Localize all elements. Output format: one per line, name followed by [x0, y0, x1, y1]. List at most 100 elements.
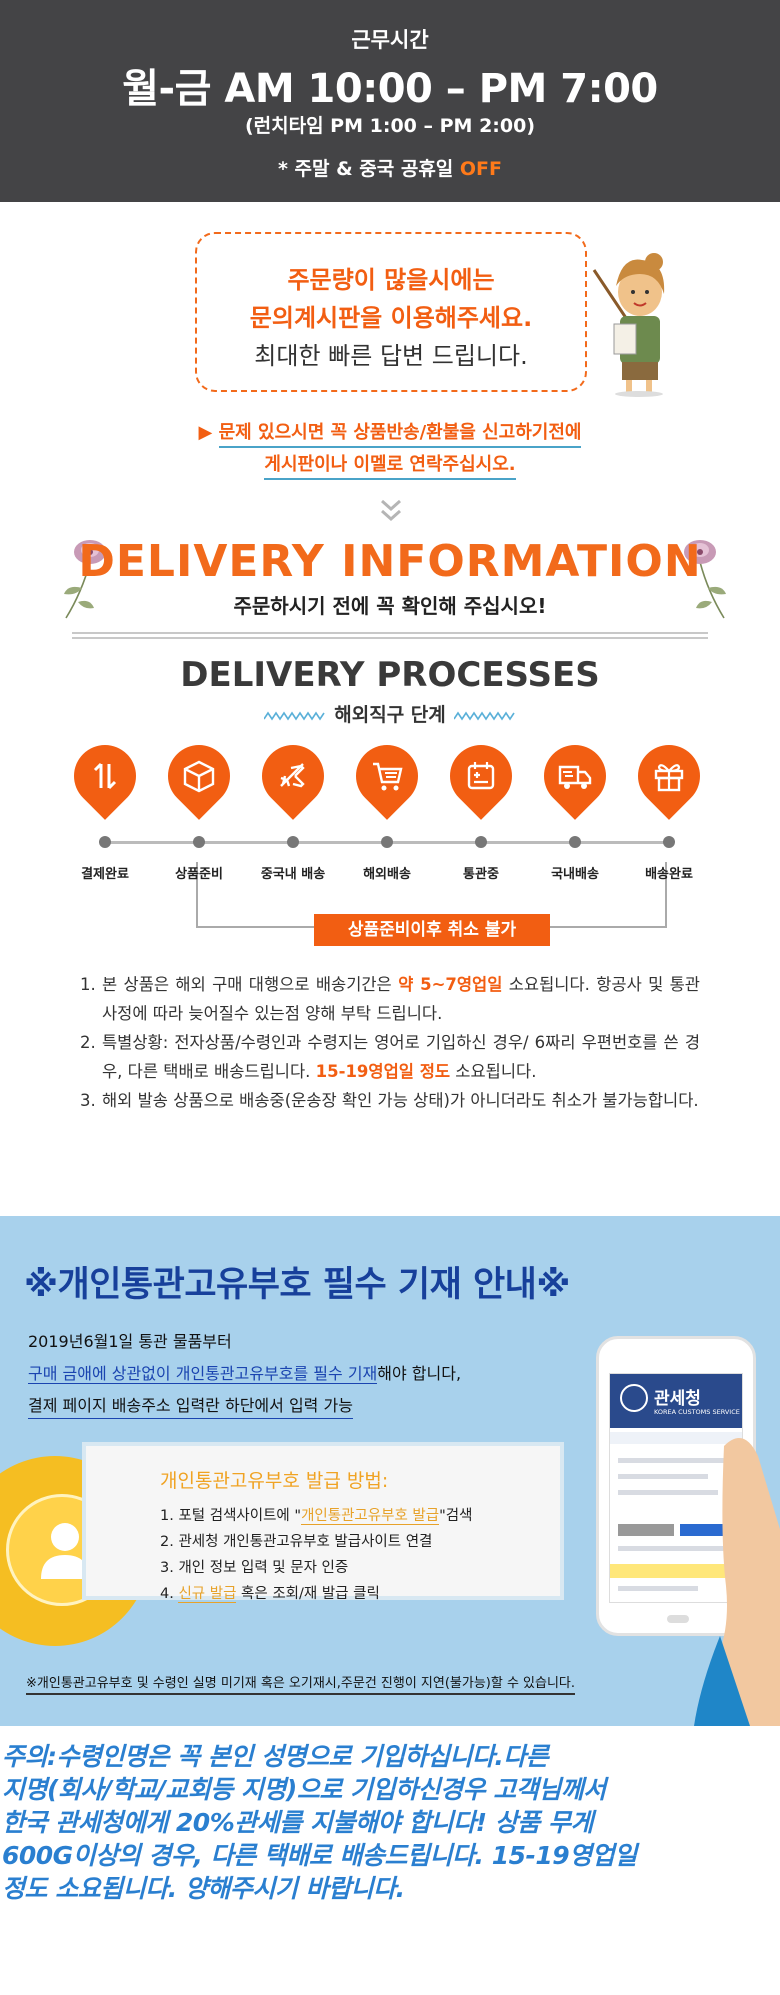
hand-illustration-icon: [694, 1438, 780, 1726]
warning-text-1: 문제 있으시면 꼭 상품반송/환불을 신고하기전에: [218, 422, 582, 448]
notice-box: 주문량이 많을시에는 문의계시판을 이용해주세요. 최대한 빠른 답변 드립니다…: [195, 232, 587, 392]
flower-decoration-icon: [684, 540, 726, 619]
phone-menu-bar: [610, 1432, 742, 1444]
step-label: 상품준비: [175, 867, 223, 882]
term-text: 해외 발송 상품으로 배송중(운송장 확인 가능 상태)가 아니더라도 취소가 …: [102, 1091, 699, 1110]
term-text: 소요됩니다.: [450, 1062, 537, 1081]
step-dot: [569, 836, 581, 848]
delivery-terms-list: 1. 본 상품은 해외 구매 대행으로 배송기간은 약 5~7영업일 소요됩니다.…: [80, 970, 700, 1115]
wave-decoration-icon: [453, 711, 515, 720]
step-label: 국내배송: [551, 867, 599, 882]
step-label: 중국내 배송: [260, 867, 326, 882]
step-pin: [61, 732, 149, 823]
item-number: 2.: [80, 1033, 96, 1052]
airplane-icon: [280, 763, 305, 788]
step-dot: [193, 836, 205, 848]
recipient-name-warning: 주의:수령인명은 꼭 본인 성명으로 기입하십니다.다른 지명(회사/학교/교회…: [2, 1740, 778, 1905]
step-text: "검색: [439, 1508, 473, 1524]
issue-step-2: 2. 관세청 개인통관고유부호 발급사이트 연결: [160, 1534, 433, 1550]
gift-icon: [654, 764, 684, 792]
term-highlight: 약 5~7영업일: [398, 975, 503, 994]
wave-decoration-icon: [264, 711, 325, 720]
search-keyword: 개인통관고유부호 발급: [301, 1508, 440, 1525]
note-line: 600G이상의 경우, 다른 택배로 배송드립니다. 15-19영업일: [2, 1841, 637, 1870]
holiday-off-label: OFF: [459, 158, 503, 180]
phone-form-line: [618, 1490, 718, 1495]
customs-title: ※개인통관고유부호 필수 기재 안내※: [24, 1265, 570, 1305]
payment-arrows-icon: [93, 762, 117, 790]
cancel-note-badge: 상품준비이후 취소 불가: [314, 914, 550, 946]
step-pin: [531, 732, 619, 823]
holiday-note: * 주말 & 중국 공휴일 OFF: [0, 154, 780, 181]
delivery-processes-title: DELIVERY PROCESSES: [180, 655, 600, 695]
warning-line-2: 게시판이나 이멜로 연락주십시오.: [0, 450, 780, 480]
phone-screen: 관세청 KOREA CUSTOMS SERVICE: [609, 1373, 743, 1603]
step-pin: [625, 732, 713, 823]
phone-form-line: [618, 1458, 728, 1463]
item-number: 1.: [80, 975, 96, 994]
step-label: 해외배송: [363, 867, 411, 882]
step-pin: [249, 732, 337, 823]
phone-highlight-bar: [610, 1564, 742, 1578]
customs-text-1: 2019년6월1일 통관 물품부터: [28, 1332, 232, 1351]
step-pin: [437, 732, 525, 823]
step-text: 4.: [160, 1586, 179, 1602]
person-icon: [41, 1523, 89, 1579]
customs-footer-note: ※개인통관고유부호 및 수령인 실명 미기재 혹은 오기재시,주문건 진행이 지…: [26, 1672, 576, 1695]
warning-line-1: ▶ 문제 있으시면 꼭 상품반송/환불을 신고하기전에: [0, 418, 780, 448]
lunch-time: (런치타임 PM 1:00 – PM 2:00): [244, 115, 536, 137]
list-item: 1.본 상품은 해외 구매 대행으로 배송기간은 약 5~7영업일 소요됩니다.…: [80, 970, 700, 1028]
step-text: 혹은 조회/재 발급 클릭: [236, 1586, 380, 1602]
flower-decoration-icon: [64, 540, 106, 619]
note-line: 정도 소요됩니다. 양해주시기 바랍니다.: [2, 1874, 405, 1903]
phone-home-button: [667, 1615, 689, 1623]
calendar-icon: [467, 762, 495, 790]
notice-line-2: 문의계시판을 이용해주세요.: [249, 304, 533, 332]
issue-step-4: 4. 신규 발급 혹은 조회/재 발급 클릭: [160, 1582, 380, 1603]
note-line: 지명(회사/학교/교회등 지명)으로 기입하신경우 고객님께서: [2, 1775, 606, 1804]
step-dot: [475, 836, 487, 848]
teacher-illustration-icon: [592, 253, 665, 397]
warning-arrow-icon: ▶: [198, 422, 219, 443]
step-label: 통관중: [463, 867, 499, 882]
notice-line-1: 주문량이 많을시에는: [287, 266, 495, 294]
phone-button-gray: [618, 1524, 674, 1536]
step-dot: [381, 836, 393, 848]
notice-line-3: 최대한 빠른 답변 드립니다.: [254, 342, 528, 370]
delivery-info-title: DELIVERY INFORMATION: [78, 536, 702, 587]
customs-required-text: 구매 금애에 상관없이 개인통관고유부호를 필수 기재: [28, 1364, 378, 1384]
truck-icon: [558, 765, 592, 789]
issue-step-3: 3. 개인 정보 입력 및 문자 인증: [160, 1560, 349, 1576]
note-line: 한국 관세청에게 20%관세를 지불해야 합니다! 상품 무게: [2, 1808, 593, 1837]
customs-code-section: ※개인통관고유부호 필수 기재 안내※ 2019년6월1일 통관 물품부터 구매…: [0, 1216, 780, 1726]
holiday-text: * 주말 & 중국 공휴일: [277, 158, 460, 180]
step-text: 1. 포털 검색사이트에 ": [160, 1508, 302, 1524]
step-pin: [155, 732, 243, 823]
term-text: 본 상품은 해외 구매 대행으로 배송기간은: [102, 975, 399, 994]
delivery-processes-subtitle: 해외직구 단계: [0, 700, 780, 727]
phone-form-line: [618, 1546, 734, 1551]
phone-form-line: [618, 1474, 708, 1479]
step-dot: [663, 836, 675, 848]
phone-form-line: [618, 1586, 698, 1591]
term-highlight: 15-19영업일 정도: [315, 1062, 451, 1081]
working-hours-banner: 근무시간 월-금 AM 10:00 – PM 7:00 (런치타임 PM 1:0…: [0, 0, 780, 202]
cart-icon: [373, 762, 403, 791]
hours-label: 근무시간: [351, 28, 429, 52]
process-steps: 결제완료 상품준비 중국내 배송 해외배송: [0, 732, 780, 890]
list-item: 3.해외 발송 상품으로 배송중(운송장 확인 가능 상태)가 아니더라도 취소…: [80, 1086, 700, 1115]
divider: [72, 637, 708, 639]
step-pin: [343, 732, 431, 823]
step-label: 결제완료: [81, 867, 129, 882]
processes-subtitle-text: 해외직구 단계: [334, 704, 446, 726]
phone-title: 관세청: [654, 1389, 701, 1409]
issue-method-card: 개인통관고유부호 발급 방법: 1. 포털 검색사이트에 "개인통관고유부호 발…: [86, 1446, 560, 1603]
customs-text-3: 결제 페이지 배송주소 입력란 하단에서 입력 가능: [28, 1392, 353, 1419]
note-line: 주의:수령인명은 꼭 본인 성명으로 기입하십니다.다른: [2, 1742, 549, 1771]
list-item: 2. 특별상황: 전자상품/수령인과 수령지는 영어로 기입하신 경우/ 6짜리 …: [80, 1028, 700, 1086]
term-text: 특별상황: 전자상품/수령인과 수령지는 영어로 기입하신 경우/ 6짜리 우편…: [102, 1033, 700, 1081]
double-chevron-down-icon: [381, 499, 401, 522]
card-heading: 개인통관고유부호 발급 방법:: [160, 1470, 389, 1492]
phone-header: 관세청 KOREA CUSTOMS SERVICE: [610, 1374, 742, 1428]
